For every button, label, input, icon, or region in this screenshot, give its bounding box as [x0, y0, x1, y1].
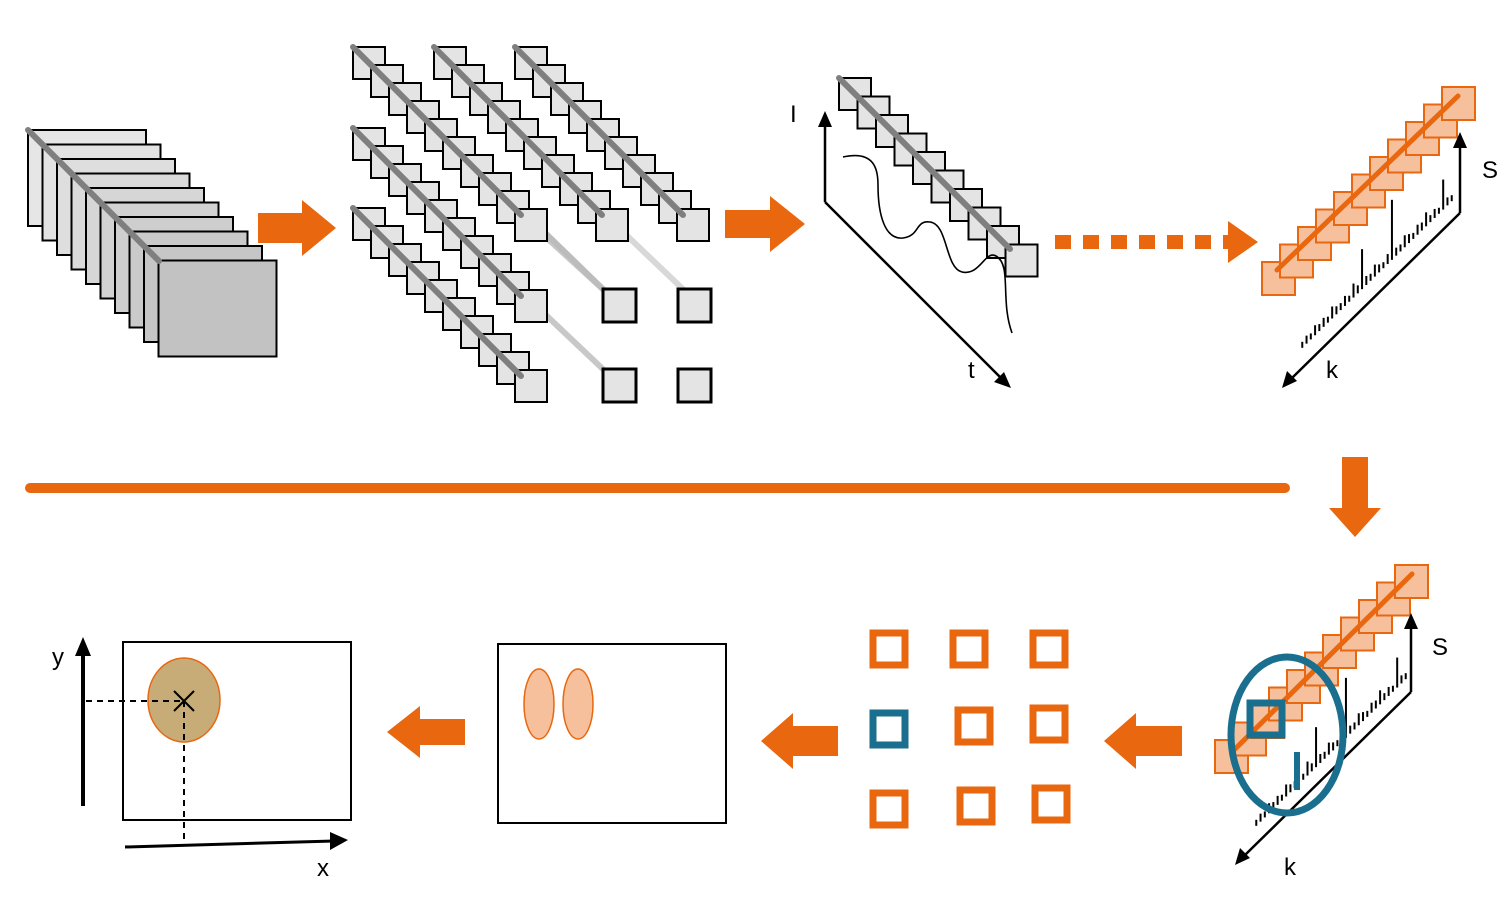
k-axis-label: k [1284, 854, 1297, 881]
orange-square [1029, 629, 1069, 669]
localization-image: y x [52, 637, 352, 882]
dashed-right-arrow-icon [1055, 221, 1258, 263]
pixel-square [676, 367, 713, 404]
orange-diagonal-line [1274, 93, 1461, 273]
score-axis-arrowhead [1453, 132, 1467, 148]
two-blob-image [497, 643, 727, 824]
orange-square [949, 629, 989, 669]
pixel-track-line [350, 205, 524, 379]
pixel-track-line [25, 127, 162, 264]
left-arrow-icon [387, 706, 465, 758]
k-axis-ticks [1301, 179, 1453, 348]
down-arrow-icon [1329, 457, 1381, 537]
orange-square [869, 789, 909, 829]
k-axis-arrowhead [1282, 371, 1297, 388]
orange-square [1029, 704, 1069, 744]
selection-ellipse [1227, 653, 1347, 817]
orange-square [1031, 784, 1071, 824]
k-axis-line [1244, 691, 1412, 856]
k-axis-line [1291, 212, 1461, 379]
pixel-square [514, 289, 548, 323]
x-axis-label: x [317, 855, 329, 882]
right-arrow-icon [258, 200, 336, 256]
orange-pixel-chain [1214, 564, 1429, 774]
y-axis-arrowhead [75, 637, 91, 656]
blob-left [523, 668, 555, 740]
y-axis-label: y [52, 644, 64, 671]
score-axis-arrowhead [1404, 613, 1418, 629]
k-axis-arrowhead [1235, 848, 1250, 865]
pixel-track-line [431, 44, 605, 218]
intensity-trace-panel: I t [790, 75, 1039, 388]
pixel-track-line [836, 75, 1013, 252]
orange-pixel-square [1394, 564, 1429, 599]
spectrum-panel-bottom: S k [1214, 564, 1448, 881]
blob-right [562, 668, 594, 740]
spectrum-panel-top: S k [1261, 86, 1498, 388]
pixel-square [601, 287, 638, 324]
orange-square [954, 706, 994, 746]
left-arrow-icon [1104, 713, 1182, 769]
image-frame [122, 641, 352, 821]
orange-diagonal-line [1229, 571, 1415, 755]
image-frame [157, 259, 278, 358]
cross-icon [173, 690, 195, 712]
score-axis-label: S [1432, 634, 1448, 661]
orange-square [956, 786, 996, 826]
intensity-curve [842, 154, 1013, 334]
score-axis-label: S [1482, 157, 1498, 184]
pixel-track-line [350, 125, 524, 299]
trace-pixel-chain [836, 75, 1039, 278]
intensity-axis-label: I [790, 101, 797, 128]
orange-square [869, 629, 909, 669]
image-frame-stack [25, 127, 278, 358]
pixel-square [676, 287, 713, 324]
x-axis-arrowhead [330, 832, 348, 850]
blue-square [869, 709, 909, 749]
time-axis-line [824, 201, 1002, 379]
pixel-trace-grid [350, 44, 713, 404]
intensity-axis-arrowhead [818, 111, 832, 127]
x-axis-line [124, 839, 335, 849]
time-axis-arrowhead [994, 372, 1011, 388]
pixel-track-line [350, 44, 524, 218]
pixel-square [601, 367, 638, 404]
k-axis-label: k [1326, 357, 1339, 384]
left-arrow-icon [761, 713, 838, 769]
cluster-square-grid [869, 629, 1071, 829]
pixel-track-line [512, 44, 686, 218]
right-arrow-icon [725, 196, 805, 252]
selected-blue-square [1246, 699, 1286, 739]
time-axis-label: t [968, 357, 975, 384]
